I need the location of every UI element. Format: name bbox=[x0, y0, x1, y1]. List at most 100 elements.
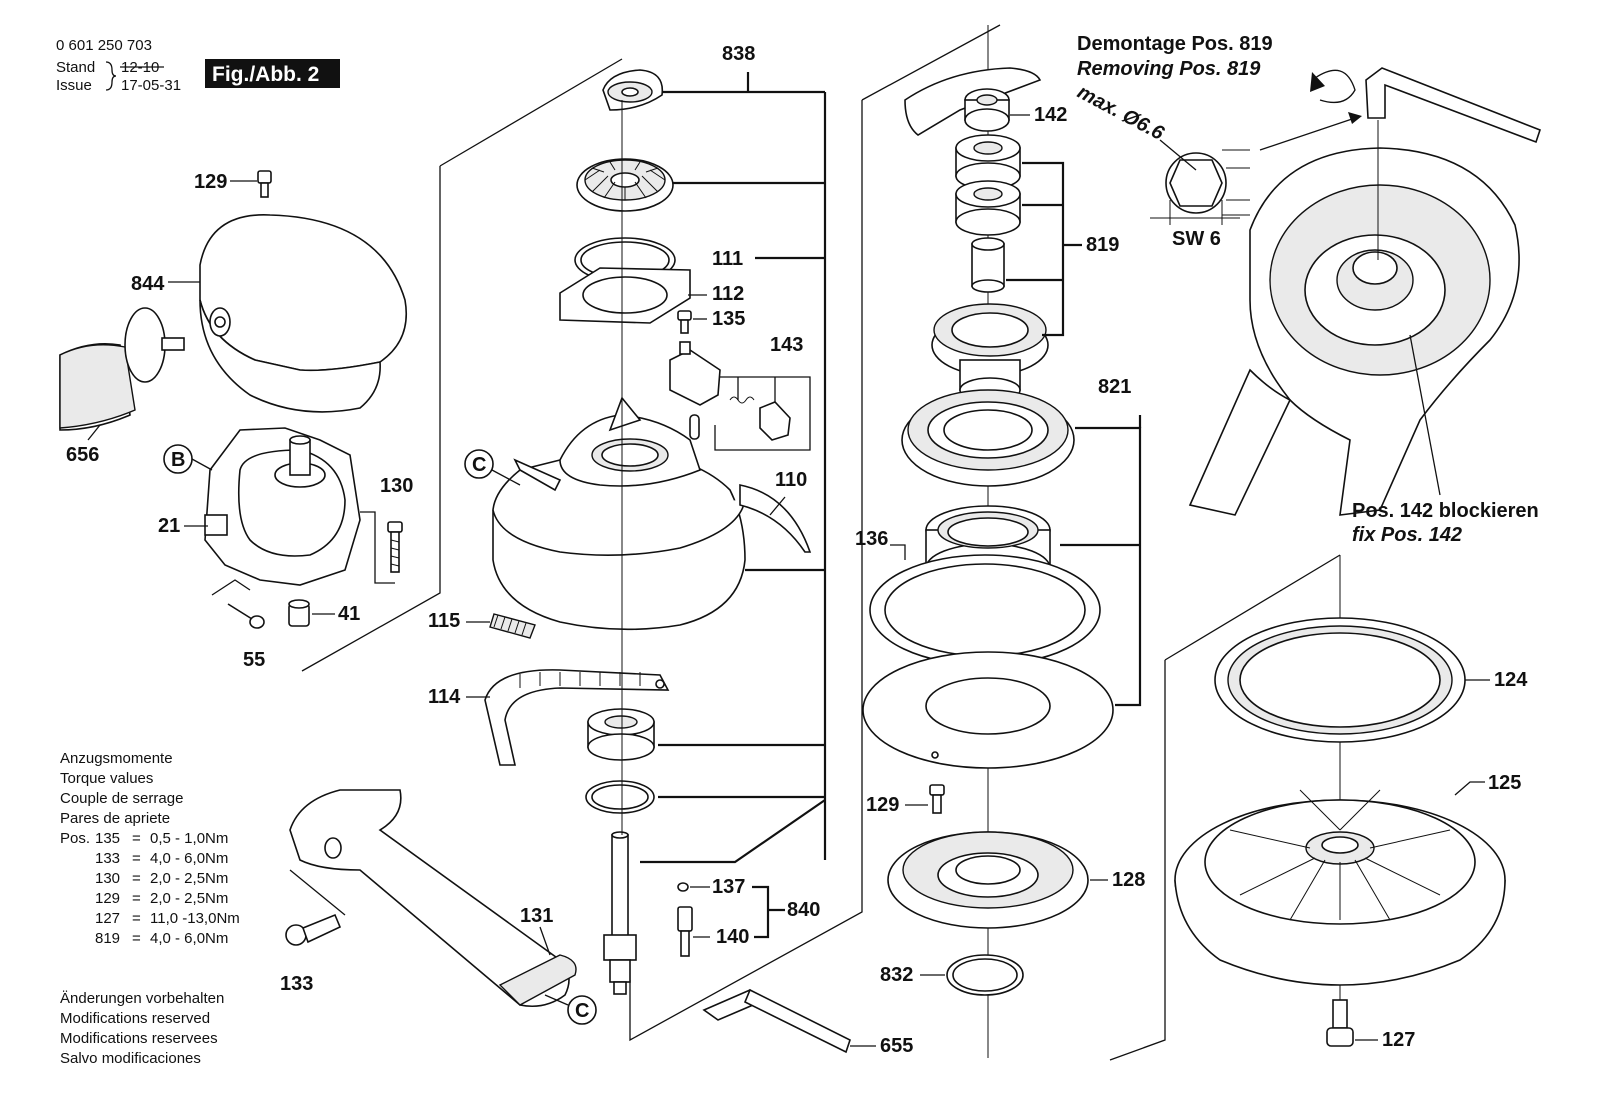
label-838: 838 bbox=[722, 43, 755, 65]
label-21: 21 bbox=[158, 515, 180, 537]
modifications-es: Salvo modificaciones bbox=[60, 1050, 201, 1067]
part-112-gasket bbox=[559, 267, 691, 324]
label-125: 125 bbox=[1488, 772, 1521, 794]
removal-detail: Demontage Pos. 819 Removing Pos. 819 max… bbox=[1074, 33, 1541, 546]
label-110: 110 bbox=[775, 469, 807, 491]
hex-section bbox=[1169, 159, 1223, 207]
part-130-screw bbox=[387, 521, 403, 573]
part-819-sleeve bbox=[971, 237, 1005, 293]
label-142: 142 bbox=[1034, 104, 1067, 126]
callout-c1-circle bbox=[464, 449, 494, 479]
label-127: 127 bbox=[1382, 1029, 1415, 1051]
part-127-screw bbox=[1326, 999, 1354, 1047]
part-110-spring-clip bbox=[739, 484, 812, 553]
label-131: 131 bbox=[520, 905, 553, 927]
max-diameter-label: max. Ø6.6 bbox=[1074, 81, 1169, 145]
part-circlip bbox=[585, 780, 655, 814]
issue-label: Issue bbox=[56, 77, 92, 94]
torque-row: 819 = 4,0 - 6,0Nm bbox=[95, 930, 228, 947]
callout-c1: C bbox=[472, 454, 486, 476]
label-128: 128 bbox=[1112, 869, 1145, 891]
part-133-screw bbox=[285, 913, 342, 946]
label-130: 130 bbox=[380, 475, 413, 497]
right-frame-bottom bbox=[1109, 660, 1166, 1061]
removal-title-de: Demontage Pos. 819 bbox=[1077, 33, 1273, 55]
torque-title-fr: Couple de serrage bbox=[60, 790, 183, 807]
label-136: 136 bbox=[855, 528, 888, 550]
part-819-gear bbox=[931, 303, 1049, 403]
label-114: 114 bbox=[428, 686, 461, 708]
torque-row: 127 = 11,0 -13,0Nm bbox=[95, 910, 240, 927]
torque-row: 129 = 2,0 - 2,5Nm bbox=[95, 890, 228, 907]
torque-row-pos: 127 bbox=[95, 910, 120, 927]
part-spindle bbox=[603, 831, 637, 995]
label-41: 41 bbox=[338, 603, 360, 625]
torque-row-value: 4,0 - 6,0Nm bbox=[150, 850, 228, 867]
torque-row-pos: 133 bbox=[95, 850, 120, 867]
block-label-de: Pos. 142 blockieren bbox=[1352, 500, 1539, 522]
removal-title-en: Removing Pos. 819 bbox=[1077, 58, 1261, 80]
torque-row-eq: = bbox=[132, 910, 141, 927]
torque-row-value: 11,0 -13,0Nm bbox=[150, 910, 240, 927]
label-137: 137 bbox=[712, 876, 745, 898]
torque-row-value: 2,0 - 2,5Nm bbox=[150, 890, 228, 907]
bracket-821 bbox=[1075, 426, 1142, 707]
callout-c2: C bbox=[575, 1000, 589, 1022]
torque-row-eq: = bbox=[132, 930, 141, 947]
part-124-seal-ring bbox=[1214, 617, 1466, 743]
torque-row-pos: 135 bbox=[95, 830, 120, 847]
torque-row-eq: = bbox=[132, 850, 141, 867]
part-136-ring bbox=[869, 554, 1101, 666]
label-112: 112 bbox=[712, 283, 744, 305]
part-135-screw bbox=[677, 310, 692, 334]
torque-row-value: 0,5 - 1,0Nm bbox=[150, 830, 228, 847]
torque-row: 130 = 2,0 - 2,5Nm bbox=[95, 870, 228, 887]
part-114-clamp-band bbox=[484, 669, 670, 766]
hex-key-detail bbox=[1365, 67, 1541, 144]
label-124: 124 bbox=[1494, 669, 1528, 691]
part-ring-gear bbox=[901, 389, 1075, 487]
part-137-ring bbox=[677, 882, 689, 892]
part-bearing-center bbox=[587, 708, 655, 761]
stand-label: Stand bbox=[56, 59, 95, 76]
label-129-top: 129 bbox=[194, 171, 227, 193]
part-base-disc bbox=[862, 651, 1114, 769]
label-656: 656 bbox=[66, 444, 99, 466]
part-125-sanding-pad bbox=[1174, 789, 1506, 986]
torque-row-prefix: Pos. bbox=[60, 830, 90, 847]
left-assembly-frame bbox=[301, 58, 623, 672]
torque-row-pos: 819 bbox=[95, 930, 120, 947]
rotation-arrow-head bbox=[1310, 72, 1325, 92]
part-55-screw bbox=[227, 603, 265, 629]
torque-row-pos: 130 bbox=[95, 870, 120, 887]
callout-c2-circle bbox=[567, 995, 597, 1025]
torque-row-value: 4,0 - 6,0Nm bbox=[150, 930, 228, 947]
part-656-side-handle bbox=[59, 307, 185, 431]
issue-date: 17-05-31 bbox=[121, 77, 181, 94]
torque-title-en: Torque values bbox=[60, 770, 153, 787]
part-142-shield bbox=[904, 67, 1042, 136]
modifications-de: Änderungen vorbehalten bbox=[60, 990, 224, 1007]
figure-badge bbox=[205, 59, 340, 88]
torque-row-eq: = bbox=[132, 890, 141, 907]
part-128-flange bbox=[887, 831, 1089, 929]
label-844: 844 bbox=[131, 273, 165, 295]
right-frame-top bbox=[1164, 554, 1341, 661]
label-129-bottom: 129 bbox=[866, 794, 899, 816]
torque-title-es: Pares de apriete bbox=[60, 810, 170, 827]
label-143: 143 bbox=[770, 334, 803, 356]
label-111: 111 bbox=[712, 248, 743, 270]
torque-row-eq: = bbox=[132, 830, 141, 847]
part-140-pin bbox=[677, 906, 693, 957]
rotation-arrow bbox=[1314, 69, 1356, 104]
label-832: 832 bbox=[880, 964, 913, 986]
torque-row: 133 = 4,0 - 6,0Nm bbox=[95, 850, 228, 867]
part-guard-housing bbox=[492, 396, 746, 631]
label-140: 140 bbox=[716, 926, 749, 948]
header-brace bbox=[105, 61, 117, 91]
part-819-bearing-lower bbox=[955, 180, 1021, 236]
label-55: 55 bbox=[243, 649, 265, 671]
part-131-handle bbox=[289, 789, 577, 1008]
part-844-motor-cover bbox=[199, 214, 407, 413]
figure-label: Fig./Abb. 2 bbox=[212, 63, 319, 86]
